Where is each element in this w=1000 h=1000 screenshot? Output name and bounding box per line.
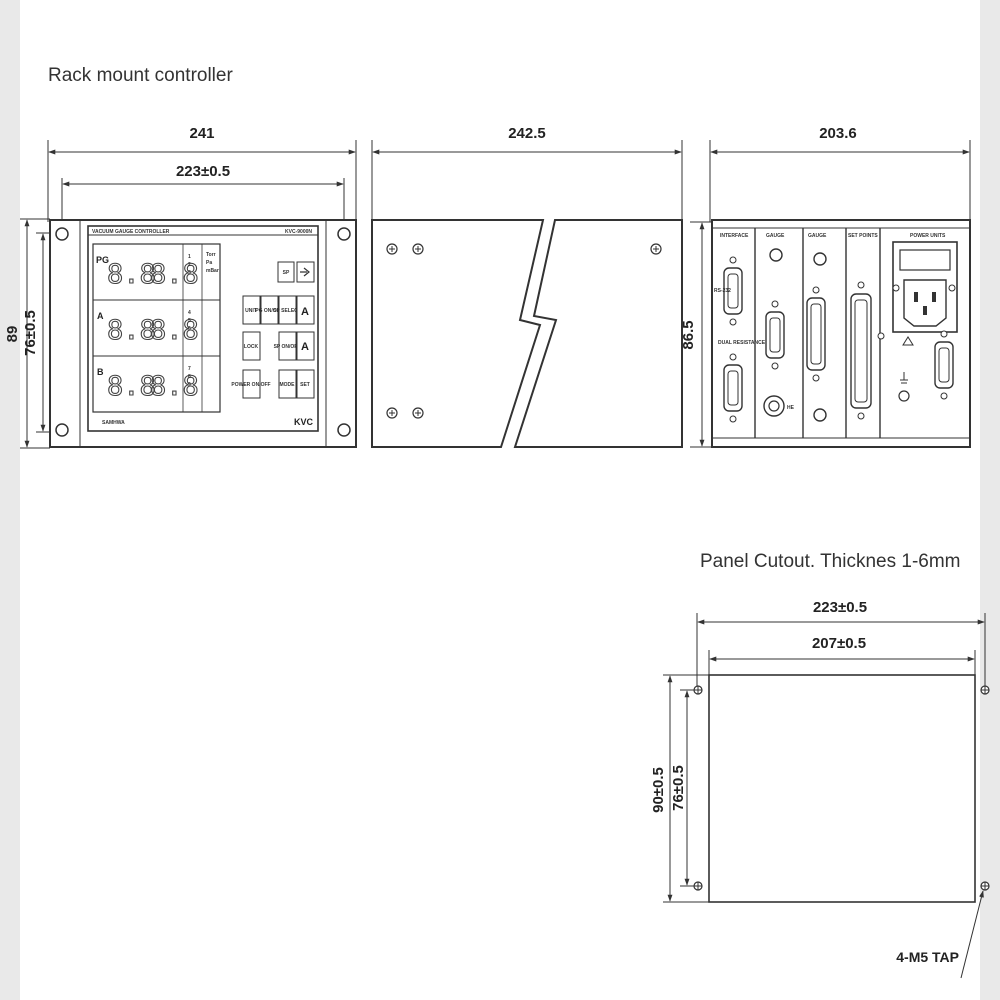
- display-b-value: 8.8: [107, 371, 156, 402]
- button-unit-label: UNIT: [245, 308, 257, 314]
- knob-icon: [813, 252, 827, 266]
- cutout-inner-width-label: 207±0.5: [812, 635, 866, 652]
- rear-section-power: POWER UNITS: [910, 233, 946, 239]
- unit-torr: Torr: [206, 252, 216, 258]
- db25-connector-icon: [850, 281, 872, 420]
- relay-1: 1: [188, 254, 191, 260]
- screw-icon: [412, 407, 424, 419]
- fuse-holder-icon: [899, 249, 951, 271]
- arrow-right-icon: [300, 267, 310, 277]
- side-view: 242.5: [371, 125, 683, 448]
- dual-label: DUAL RESISTANCE: [718, 340, 766, 346]
- front-height-label: 89: [4, 326, 21, 343]
- relay-7: 7: [188, 366, 191, 372]
- screw-icon: [877, 332, 885, 340]
- unit-pa: Pa: [206, 260, 212, 266]
- front-panel-title: VACUUM GAUGE CONTROLLER: [92, 229, 170, 235]
- rear-height-label: 86.5: [680, 320, 697, 349]
- rack-title: Rack mount controller: [48, 65, 233, 86]
- relay-2: 2: [188, 262, 191, 268]
- relay-9: 9: [188, 382, 191, 388]
- relay-8: 8: [188, 374, 191, 380]
- iec-power-inlet-icon: [903, 279, 947, 327]
- button-power-label: POWER ON/OFF: [231, 382, 270, 388]
- mount-hole-icon: [55, 423, 69, 437]
- bnc-connector-icon: [763, 395, 785, 417]
- unit-mbar: mBar: [206, 268, 219, 274]
- warning-icon: [902, 336, 914, 346]
- front-brand: KVC: [294, 417, 314, 427]
- display-pg-value: 8.8: [107, 259, 156, 290]
- display-pg-exp: 8.8: [150, 259, 199, 290]
- left-margin: [0, 0, 20, 1000]
- display-b-exp: 8.8: [150, 371, 199, 402]
- he-label: HE: [787, 405, 795, 411]
- button-set-label: SET: [300, 382, 310, 388]
- rear-section-gauge-2: GAUGE: [808, 233, 827, 239]
- button-sp-label: SP: [283, 270, 290, 276]
- rear-width-label: 203.6: [819, 125, 857, 142]
- front-view: 241 223±0.5 89 76±0.5 VACUUM GAUGE CONTR…: [4, 125, 357, 449]
- knob-icon: [769, 248, 783, 262]
- front-width-label: 241: [189, 125, 214, 142]
- screw-icon: [650, 243, 662, 255]
- relay-5: 5: [188, 318, 191, 324]
- mount-hole-icon: [337, 423, 351, 437]
- button-lock-label: LOCK: [244, 344, 259, 350]
- mount-hole-icon: [337, 227, 351, 241]
- tap-hole-icon: [980, 685, 990, 695]
- rs232-label: RS-232: [714, 288, 731, 294]
- button-a-up: A: [301, 306, 309, 318]
- rear-section-interface: INTERFACE: [720, 233, 749, 239]
- front-footer: SAMHWA: [102, 420, 125, 426]
- button-spselect-label: SP SELECT: [273, 308, 301, 314]
- side-length-label: 242.5: [508, 125, 546, 142]
- rear-view: 203.6 86.5 INTERFACE GAUGE GAUGE SET POI…: [680, 125, 971, 448]
- display-a-value: 8.8: [107, 315, 156, 346]
- front-inner-width-label: 223±0.5: [176, 163, 230, 180]
- button-sponoff-label: SP ON/OFF: [274, 344, 301, 350]
- relay-6: 6: [188, 326, 191, 332]
- tap-label: 4-M5 TAP: [896, 949, 959, 965]
- button-mode-label: MODE: [280, 382, 296, 388]
- rear-section-gauge-1: GAUGE: [766, 233, 785, 239]
- tap-hole-icon: [693, 881, 703, 891]
- right-margin: [980, 0, 1000, 1000]
- panel-cutout: Panel Cutout. Thicknes 1-6mm 223±0.5 207…: [650, 551, 990, 979]
- db9-connector-icon: [934, 330, 954, 400]
- screw-icon: [386, 243, 398, 255]
- screw-icon: [386, 407, 398, 419]
- relay-3: 3: [188, 270, 191, 276]
- mount-hole-icon: [55, 227, 69, 241]
- row-label-pg: PG: [96, 255, 109, 265]
- cutout-outer-width-label: 223±0.5: [813, 599, 867, 616]
- front-inner-height-label: 76±0.5: [22, 310, 39, 356]
- row-label-a: A: [97, 311, 104, 321]
- front-model: KVC-9000N: [285, 229, 312, 235]
- cutout-title: Panel Cutout. Thicknes 1-6mm: [700, 551, 961, 572]
- db9-connector-icon: [723, 353, 743, 423]
- tap-hole-icon: [693, 685, 703, 695]
- row-label-b: B: [97, 367, 104, 377]
- cutout-outer-height-label: 90±0.5: [650, 767, 667, 813]
- display-a-exp: 8.8: [150, 315, 199, 346]
- db15-connector-icon: [806, 286, 826, 382]
- tap-hole-icon: [980, 881, 990, 891]
- button-a-down: A: [301, 341, 309, 353]
- relay-4: 4: [188, 310, 191, 316]
- knob-icon: [813, 408, 827, 422]
- cutout-inner-height-label: 76±0.5: [670, 765, 687, 811]
- rear-section-setpoints: SET POINTS: [848, 233, 878, 239]
- cutout-rectangle: [708, 674, 976, 903]
- db9-connector-icon: [723, 256, 743, 326]
- screw-icon: [412, 243, 424, 255]
- db9-connector-icon: [765, 300, 785, 370]
- ground-icon: [898, 372, 910, 402]
- button-pg-label: PG ON/OFF: [255, 308, 283, 314]
